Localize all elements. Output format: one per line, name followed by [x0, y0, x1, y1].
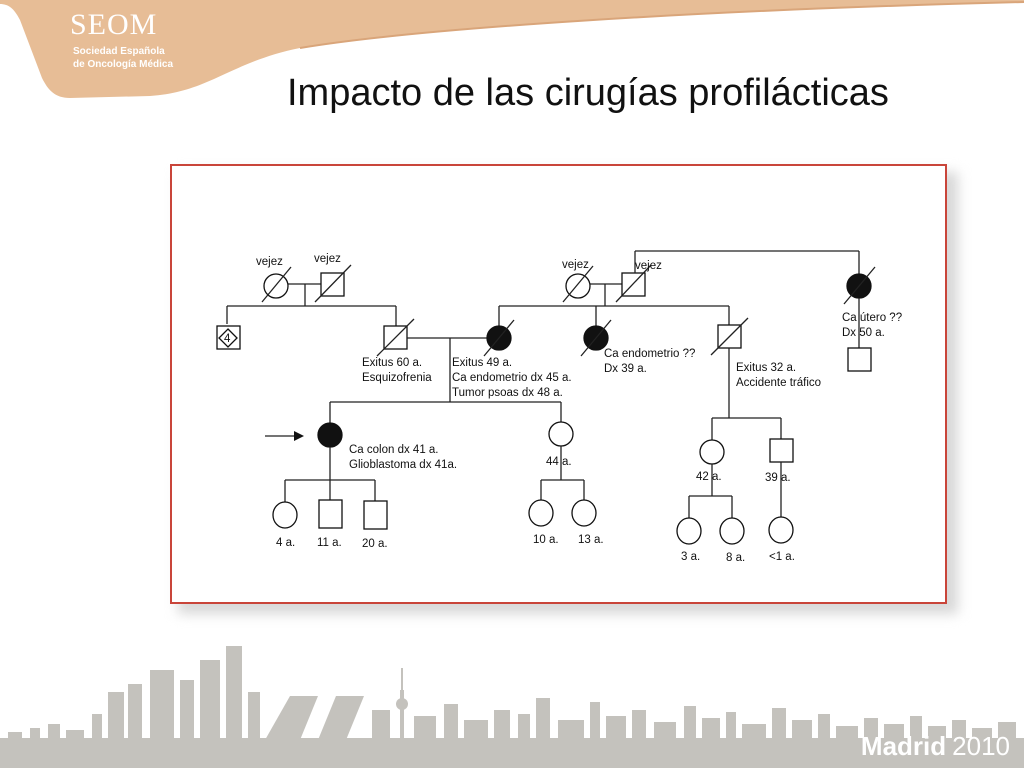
gen4-sister-child-2: [571, 499, 597, 527]
gen4-proband-child-1-age: 4 a.: [276, 537, 295, 549]
gen3-sister: [548, 421, 574, 447]
gen2-aunt-line2: Dx 39 a.: [604, 363, 647, 375]
gen4-cousin-child-2-age: 8 a.: [726, 552, 745, 564]
deceased-slash: [376, 318, 415, 357]
gen2-great-aunt-line2: Dx 50 a.: [842, 327, 885, 339]
gen4-sister-child-1: [528, 499, 554, 527]
gen3-cousin-female-age: 42 a.: [696, 471, 722, 483]
gen2-mother-line2: Ca endometrio dx 45 a.: [452, 372, 572, 384]
footer-year: 2010: [952, 731, 1010, 761]
gen2-father-line2: Esquizofrenia: [362, 372, 432, 384]
gen2-father-line1: Exitus 60 a.: [362, 357, 422, 369]
gen4-cousin-male-child-age: <1 a.: [769, 551, 795, 563]
gen1-right-male-label: vejez: [635, 260, 662, 272]
gen3-proband-line2: Glioblastoma dx 41a.: [349, 459, 457, 471]
deceased-slash: [314, 264, 352, 303]
gen3-cousin-male-age: 39 a.: [765, 472, 791, 484]
deceased-slash: [843, 266, 876, 305]
gen2-mother-line3: Tumor psoas dx 48 a.: [452, 387, 563, 399]
gen1-left-male-label: vejez: [314, 253, 341, 265]
gen4-cousin-child-2: [719, 517, 745, 545]
gen1-left-couple: vejez vejez: [256, 253, 352, 306]
gen1-right-female-label: vejez: [562, 259, 589, 271]
gen2-uncle-line1: Exitus 32 a.: [736, 362, 796, 374]
gen4-proband-child-3: [363, 500, 388, 530]
gen4-sister-child-2-age: 13 a.: [578, 534, 604, 546]
gen4-cousin-child-1: [676, 517, 702, 545]
gen1-right-couple: vejez vejez: [562, 259, 662, 306]
slide-title: Impacto de las cirugías profilácticas: [287, 72, 889, 114]
gen4-proband-child-3-age: 20 a.: [362, 538, 388, 550]
pedigree-frame: [170, 164, 947, 604]
pedigree-chart: vejez vejez 4 vejez vejez Exitus 60 a. E…: [216, 250, 902, 564]
seom-logo: SEOM: [70, 8, 158, 41]
gen1-left-female-label: vejez: [256, 256, 283, 268]
footer-city: Madrid: [860, 731, 947, 761]
madrid-skyline: [0, 646, 1024, 768]
gen3-cousin-male: [769, 438, 794, 463]
sibling-count-diamond: [218, 328, 238, 348]
logo-subtitle-line2: de Oncología Médica: [73, 59, 174, 70]
gen4-sister-child-1-age: 10 a.: [533, 534, 559, 546]
gen4-proband-child-1: [272, 501, 298, 529]
gen3-cousin-female: [699, 439, 725, 465]
deceased-slash: [562, 265, 594, 303]
gen3-proband: [317, 422, 343, 448]
gen2-great-aunt-line1: Ca útero ??: [842, 312, 902, 324]
gen4-cousin-child-1-age: 3 a.: [681, 551, 700, 563]
deceased-slash: [261, 266, 292, 303]
deceased-slash: [710, 317, 749, 356]
deceased-slash: [483, 319, 515, 357]
gen4-proband-child-2: [318, 499, 343, 529]
logo-subtitle-line1: Sociedad Española: [73, 46, 165, 57]
gen4-cousin-male-child: [768, 516, 794, 544]
gen4-proband-child-2-age: 11 a.: [317, 537, 342, 549]
gen3-sister-age: 44 a.: [546, 456, 572, 468]
deceased-slash: [580, 319, 612, 357]
proband-arrowhead: [294, 431, 304, 441]
gen3-great-aunt-son: [847, 347, 872, 372]
gen2-aunt-line1: Ca endometrio ??: [604, 348, 695, 360]
deceased-slash: [615, 264, 652, 303]
gen2-sibling-count: 4: [224, 333, 231, 345]
gen2-uncle-line2: Accidente tráfico: [736, 377, 821, 389]
gen3-proband-line1: Ca colon dx 41 a.: [349, 444, 439, 456]
seom-logo-band: [0, 0, 1024, 98]
gen2-mother-line1: Exitus 49 a.: [452, 357, 512, 369]
